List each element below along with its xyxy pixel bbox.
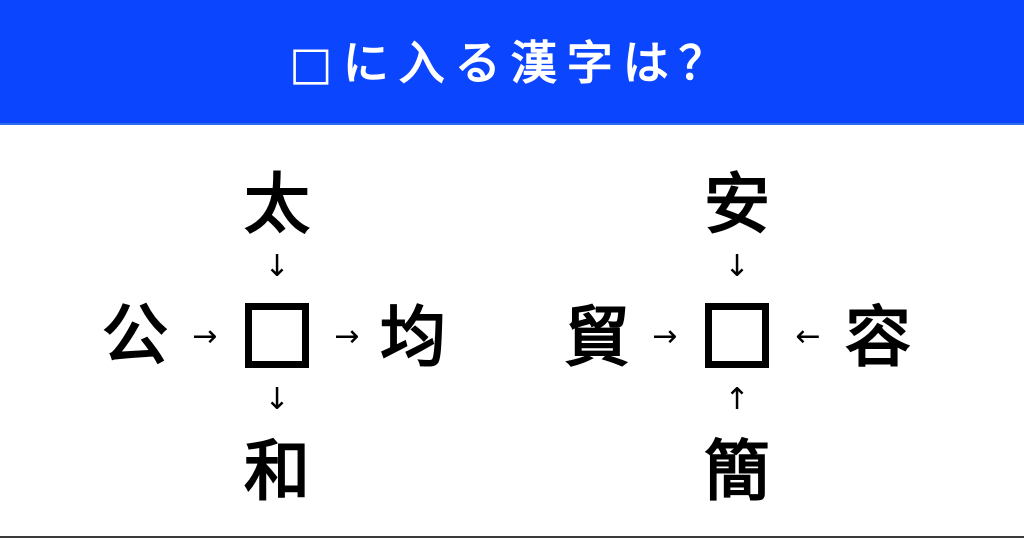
right-arrow-icon: → (652, 319, 678, 354)
puzzle-2-top-kanji: 安 (704, 166, 770, 243)
down-arrow-icon: ↓ (264, 249, 290, 284)
up-arrow-icon: ↑ (724, 382, 750, 417)
right-arrow-icon: → (334, 319, 360, 354)
puzzle-2-bottom-kanji: 簡 (704, 433, 770, 510)
puzzle-1-bottom-kanji: 和 (244, 433, 310, 510)
bottom-divider (0, 536, 1024, 538)
left-arrow-icon: ← (795, 319, 821, 354)
puzzle-1-right-kanji: 均 (380, 299, 446, 376)
puzzle-2-left-kanji: 貿 (564, 299, 630, 376)
puzzle-2-answer-box[interactable] (705, 303, 769, 368)
down-arrow-icon: ↓ (724, 249, 750, 284)
puzzle-1-answer-box[interactable] (245, 303, 309, 368)
puzzle-1-left-kanji: 公 (102, 297, 168, 374)
page-title: □に入る漢字は？ (289, 35, 735, 90)
down-arrow-icon: ↓ (264, 382, 290, 417)
right-arrow-icon: → (192, 319, 218, 354)
puzzle-1-top-kanji: 太 (244, 166, 310, 243)
header-banner: □に入る漢字は？ (0, 0, 1024, 125)
puzzle-2-right-kanji: 容 (845, 299, 911, 376)
